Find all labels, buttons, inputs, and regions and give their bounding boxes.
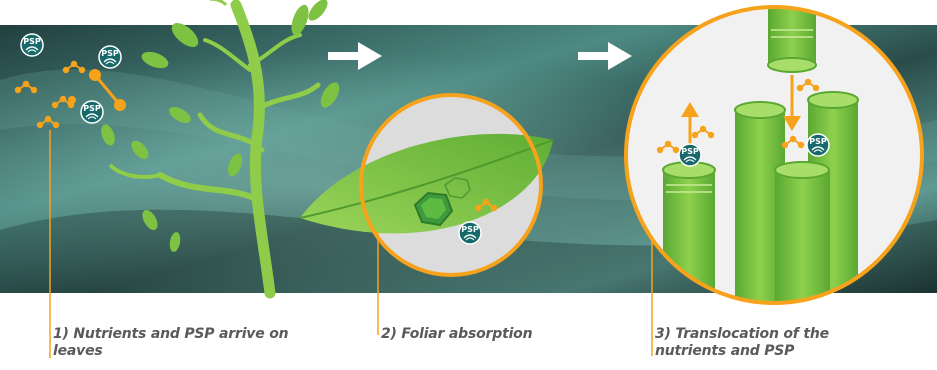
step-2-caption: 2) Foliar absorption [381, 326, 581, 343]
svg-text:PSP: PSP [461, 225, 479, 234]
svg-text:PSP: PSP [681, 147, 699, 156]
svg-text:PSP: PSP [809, 137, 827, 146]
svg-text:PSP: PSP [23, 37, 41, 46]
svg-text:PSP: PSP [101, 49, 119, 58]
step-1-caption: 1) Nutrients and PSP arrive on leaves [53, 326, 308, 360]
svg-text:PSP: PSP [83, 104, 101, 113]
step-3-caption: 3) Translocation of the nutrients and PS… [655, 326, 855, 360]
